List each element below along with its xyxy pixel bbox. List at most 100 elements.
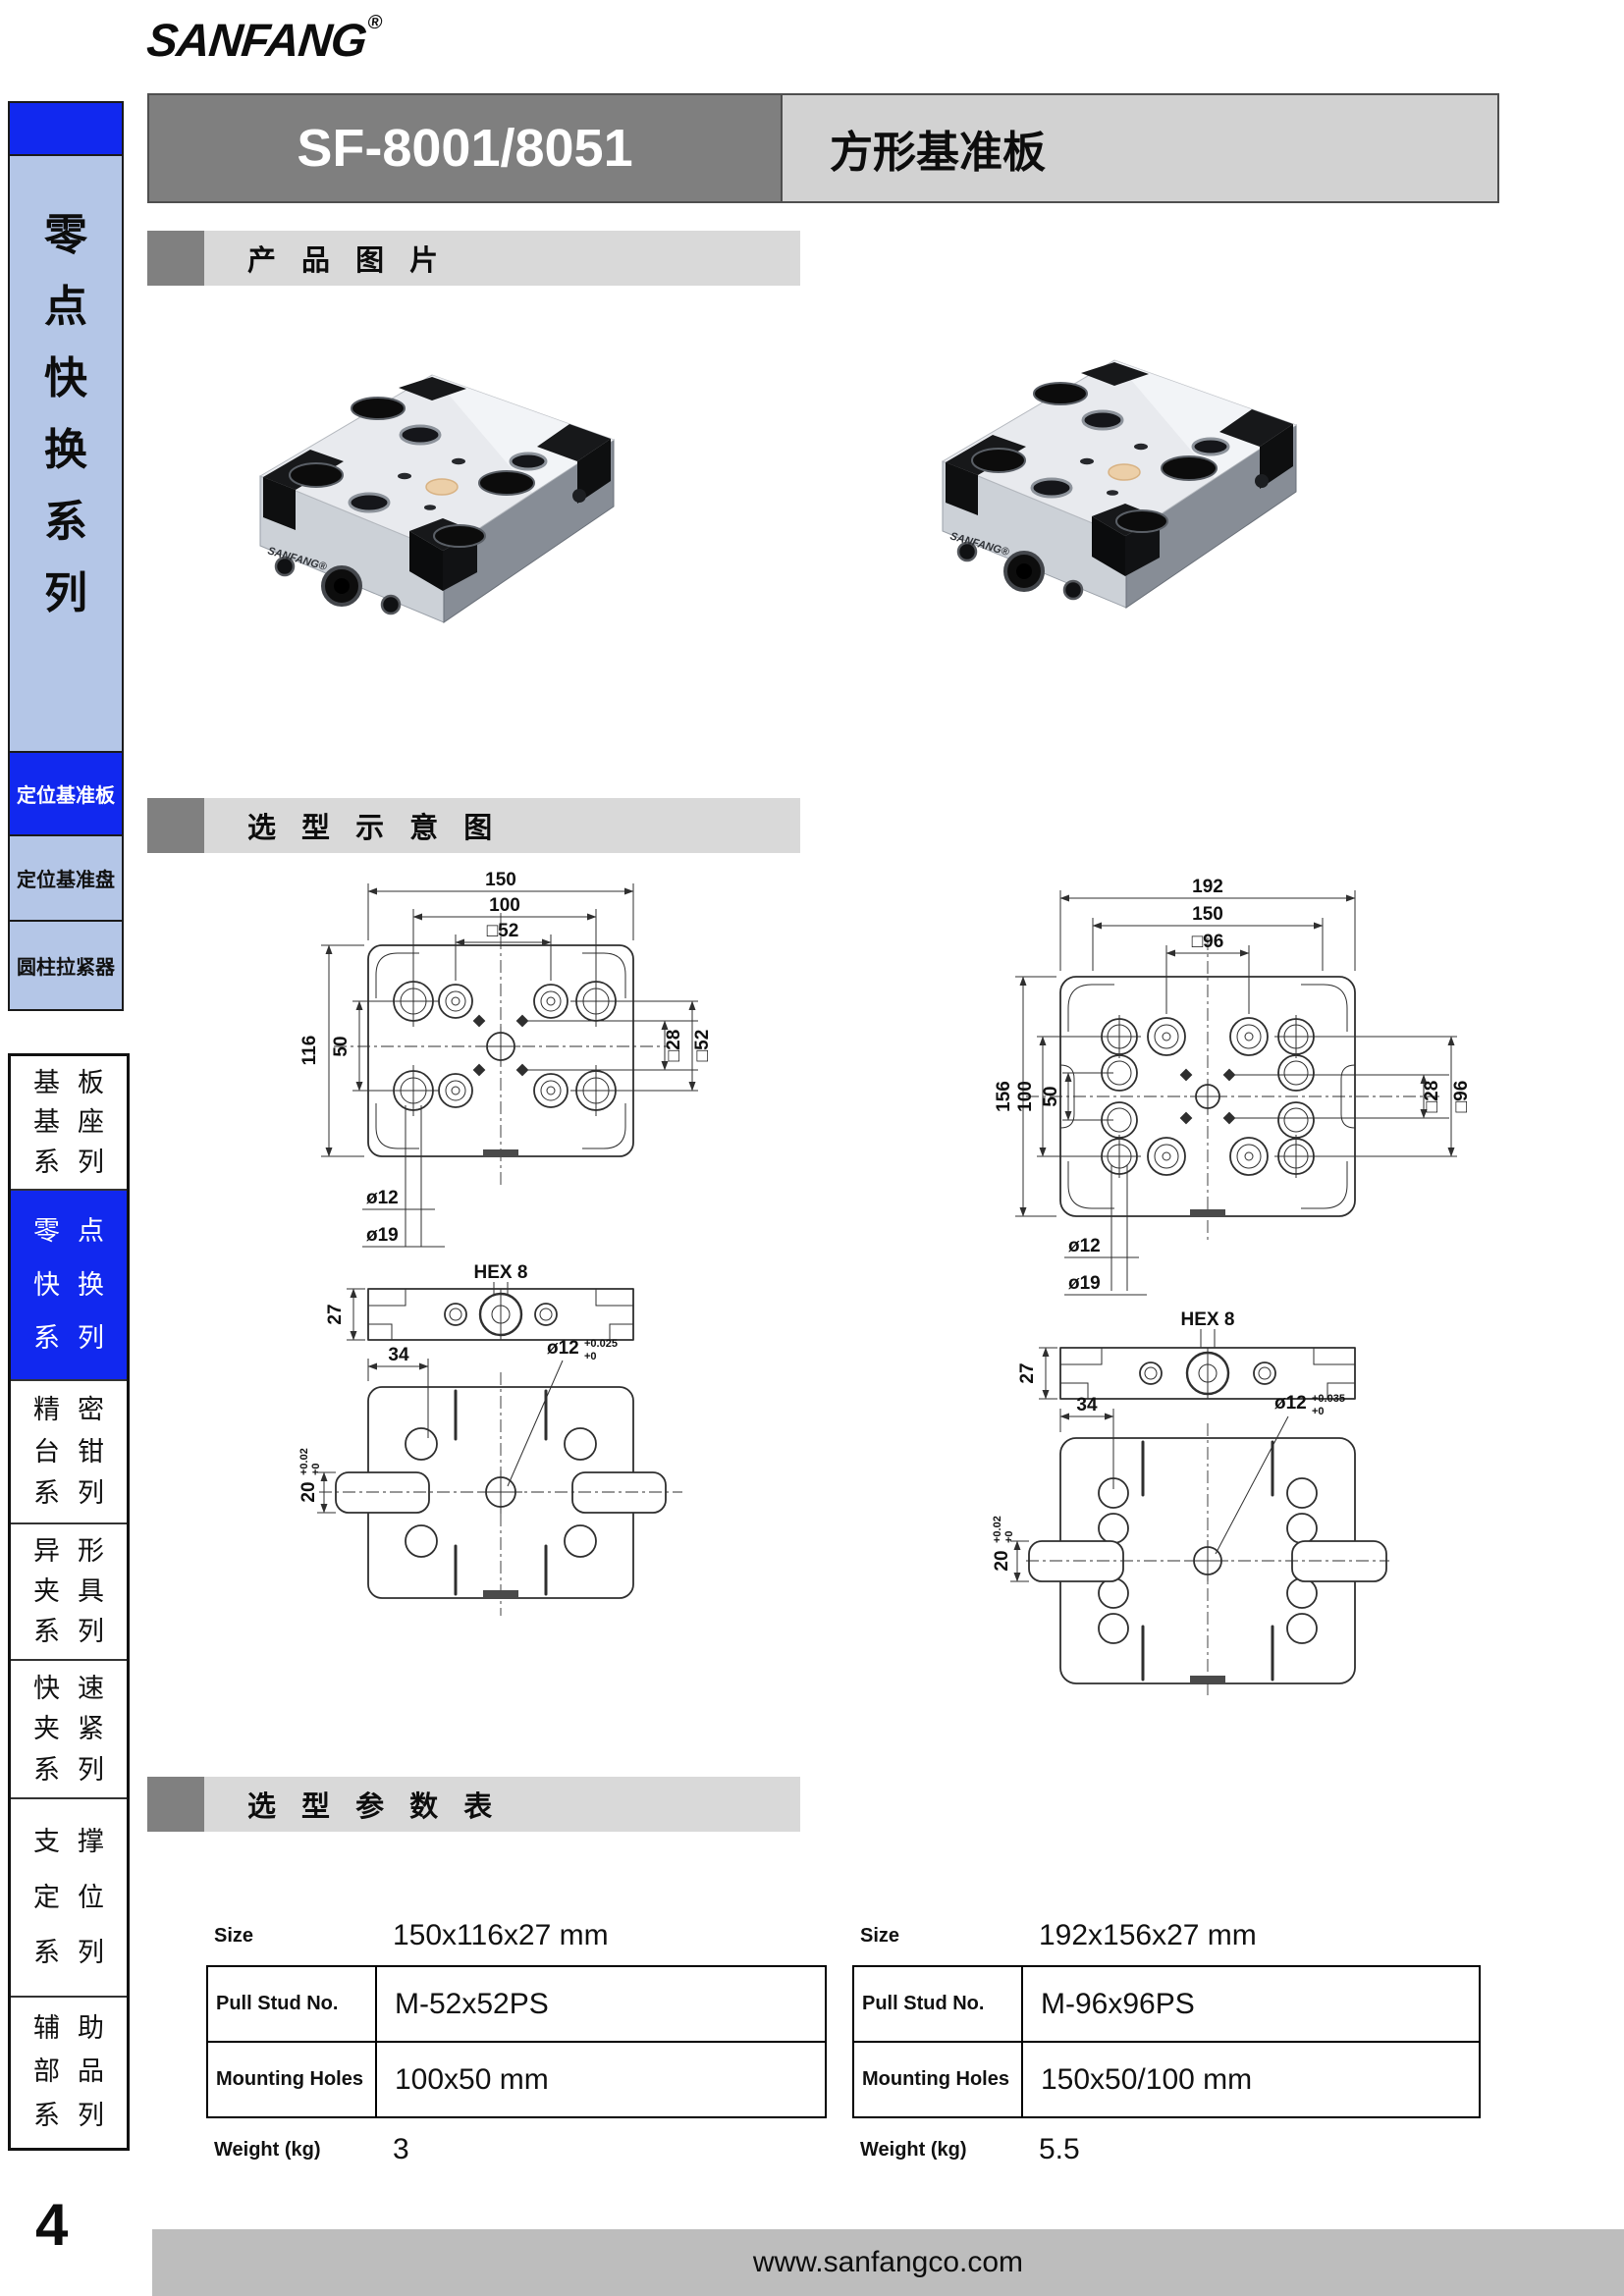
row-value: 150x116x27 mm [393, 1919, 609, 1951]
slot-tolerance-upper: +0.02 [992, 1516, 1003, 1543]
section-square-icon [147, 798, 204, 853]
row-value: 3 [393, 2133, 409, 2165]
dim-right-inner: □28 [1422, 1081, 1442, 1113]
row-value: 192x156x27 mm [1039, 1919, 1257, 1951]
menu-char: 密 [78, 1394, 104, 1424]
bottom-view: 34 ø12 +0.035 +0 20 +0.02 +0 [992, 1393, 1389, 1698]
section-product-images: 产 品 图 片 [147, 231, 800, 286]
sidebar-blue-box [8, 101, 124, 156]
menu-char: 基 [33, 1067, 60, 1097]
hex-label: HEX 8 [474, 1262, 528, 1283]
table-bordered-box: Pull Stud No. M-96x96PS Mounting Holes 1… [852, 1965, 1481, 2118]
row-value: 100x50 mm [395, 2062, 549, 2096]
row-value: M-52x52PS [395, 1987, 549, 2020]
dim-slot-width: 34 [1076, 1395, 1098, 1415]
product-render: SANFANG® [258, 374, 616, 623]
table-row: Size 192x156x27 mm [852, 1912, 1481, 1959]
dim-hole-large: ø19 [1068, 1273, 1101, 1294]
series-char: 快 [44, 354, 87, 402]
dim-width-inner: □52 [487, 921, 519, 941]
top-face-holes [289, 397, 548, 548]
row-label: Weight (kg) [214, 2138, 321, 2161]
menu-char: 零 [33, 1215, 60, 1246]
drawing-sf8051: 192 150 □96 156 100 50 □28 [815, 829, 1542, 1757]
menu-char: 列 [78, 1147, 104, 1177]
dim-height-outer: 156 [994, 1081, 1014, 1112]
dim-height-mid: 100 [1015, 1081, 1036, 1112]
front-face-holes [274, 489, 586, 615]
dim-width-mid: 100 [489, 895, 520, 916]
menu-char: 台 [33, 1436, 60, 1467]
slot-tolerance-lower: +0 [1003, 1530, 1015, 1543]
slot-tolerance-upper: +0.02 [298, 1448, 310, 1475]
menu-item-line: 夹紧 [33, 1716, 104, 1742]
sidebar-tab-positioning-disc[interactable]: 定位基准盘 [8, 834, 124, 922]
table-row: Size 150x116x27 mm [206, 1912, 827, 1959]
brand-logo: SANFANG® [144, 12, 383, 67]
menu-item-line: 系列 [33, 1756, 104, 1784]
dim-right-outer: □52 [692, 1030, 713, 1062]
brand-logo-text: SANFANG [144, 14, 369, 66]
menu-item-precision-vise-series[interactable]: 精密 台钳 系列 [11, 1379, 127, 1522]
tab-label: 圆柱拉紧器 [17, 957, 115, 979]
bore-label: ø12 [547, 1338, 579, 1359]
row-label: Size [214, 1924, 254, 1947]
menu-item-base-plate-series[interactable]: 基板 基座 系列 [11, 1056, 127, 1189]
menu-char: 夹 [33, 1714, 60, 1743]
menu-char: 位 [78, 1882, 104, 1912]
section-title: 产 品 图 片 [204, 231, 800, 286]
sidebar-tab-cylindrical-clamp[interactable]: 圆柱拉紧器 [8, 920, 124, 1011]
menu-char: 系 [33, 1323, 60, 1354]
dim-hole-small: ø12 [366, 1188, 399, 1208]
menu-char: 钳 [78, 1436, 104, 1467]
plate-body [941, 359, 1298, 609]
tab-label: 定位基准板 [17, 785, 115, 807]
menu-char: 具 [78, 1576, 104, 1606]
section-title: 选 型 示 意 图 [204, 798, 800, 853]
menu-char: 辅 [33, 2012, 60, 2043]
section-selection-parameters: 选 型 参 数 表 [147, 1777, 800, 1832]
menu-item-zero-point-series[interactable]: 零点 快换 系列 [11, 1189, 127, 1379]
website-link[interactable]: www.sanfangco.com [752, 2246, 1024, 2278]
menu-item-support-positioning-series[interactable]: 支撑 定位 系列 [11, 1797, 127, 1996]
menu-item-line: 系列 [33, 1619, 104, 1645]
menu-char: 点 [78, 1215, 104, 1246]
menu-char: 支 [33, 1826, 60, 1856]
product-name: 方形基准板 [830, 129, 1046, 177]
menu-item-line: 系列 [33, 1940, 104, 1966]
table-bordered-box: Pull Stud No. M-52x52PS Mounting Holes 1… [206, 1965, 827, 2118]
front-face-holes [956, 474, 1269, 601]
table-row: Pull Stud No. M-52x52PS [208, 1967, 825, 2041]
dim-height-inner: 50 [331, 1036, 352, 1056]
spec-table-sf8001: Size 150x116x27 mm Pull Stud No. M-52x52… [206, 1912, 827, 2173]
menu-item-line: 异形 [33, 1538, 104, 1565]
menu-char: 列 [78, 1617, 104, 1646]
dim-hole-small: ø12 [1068, 1236, 1101, 1256]
dim-thickness: 27 [325, 1304, 346, 1324]
menu-char: 形 [78, 1536, 104, 1566]
table-row: Weight (kg) 5.5 [852, 2126, 1481, 2173]
menu-item-quick-clamping-series[interactable]: 快速 夹紧 系列 [11, 1659, 127, 1797]
product-photo-left: SANFANG® [167, 294, 658, 682]
product-name-header: 方形基准板 [783, 93, 1499, 203]
row-label: Mounting Holes [854, 2043, 1023, 2116]
row-label: Mounting Holes [208, 2043, 377, 2116]
menu-char: 系 [33, 2100, 60, 2130]
menu-char: 列 [78, 1323, 104, 1354]
sidebar-tab-positioning-plate[interactable]: 定位基准板 [8, 751, 124, 836]
model-header: SF-8001/8051 [147, 93, 783, 203]
menu-item-special-fixture-series[interactable]: 异形 夹具 系列 [11, 1522, 127, 1659]
menu-char: 品 [78, 2056, 104, 2086]
menu-item-line: 系列 [33, 1480, 104, 1507]
slot-dim-label: 20 [992, 1550, 1012, 1571]
menu-char: 异 [33, 1536, 60, 1566]
menu-char: 夹 [33, 1576, 60, 1606]
row-label: Pull Stud No. [854, 1967, 1023, 2041]
menu-item-auxiliary-parts-series[interactable]: 辅助 部品 系列 [11, 1996, 127, 2146]
bore-label: ø12 [1274, 1393, 1307, 1414]
dim-right-inner: □28 [664, 1030, 684, 1062]
dim-width-inner: □96 [1192, 932, 1224, 952]
menu-char: 系 [33, 1617, 60, 1646]
dim-slot-width: 34 [388, 1345, 409, 1365]
menu-item-line: 系列 [33, 1147, 104, 1177]
